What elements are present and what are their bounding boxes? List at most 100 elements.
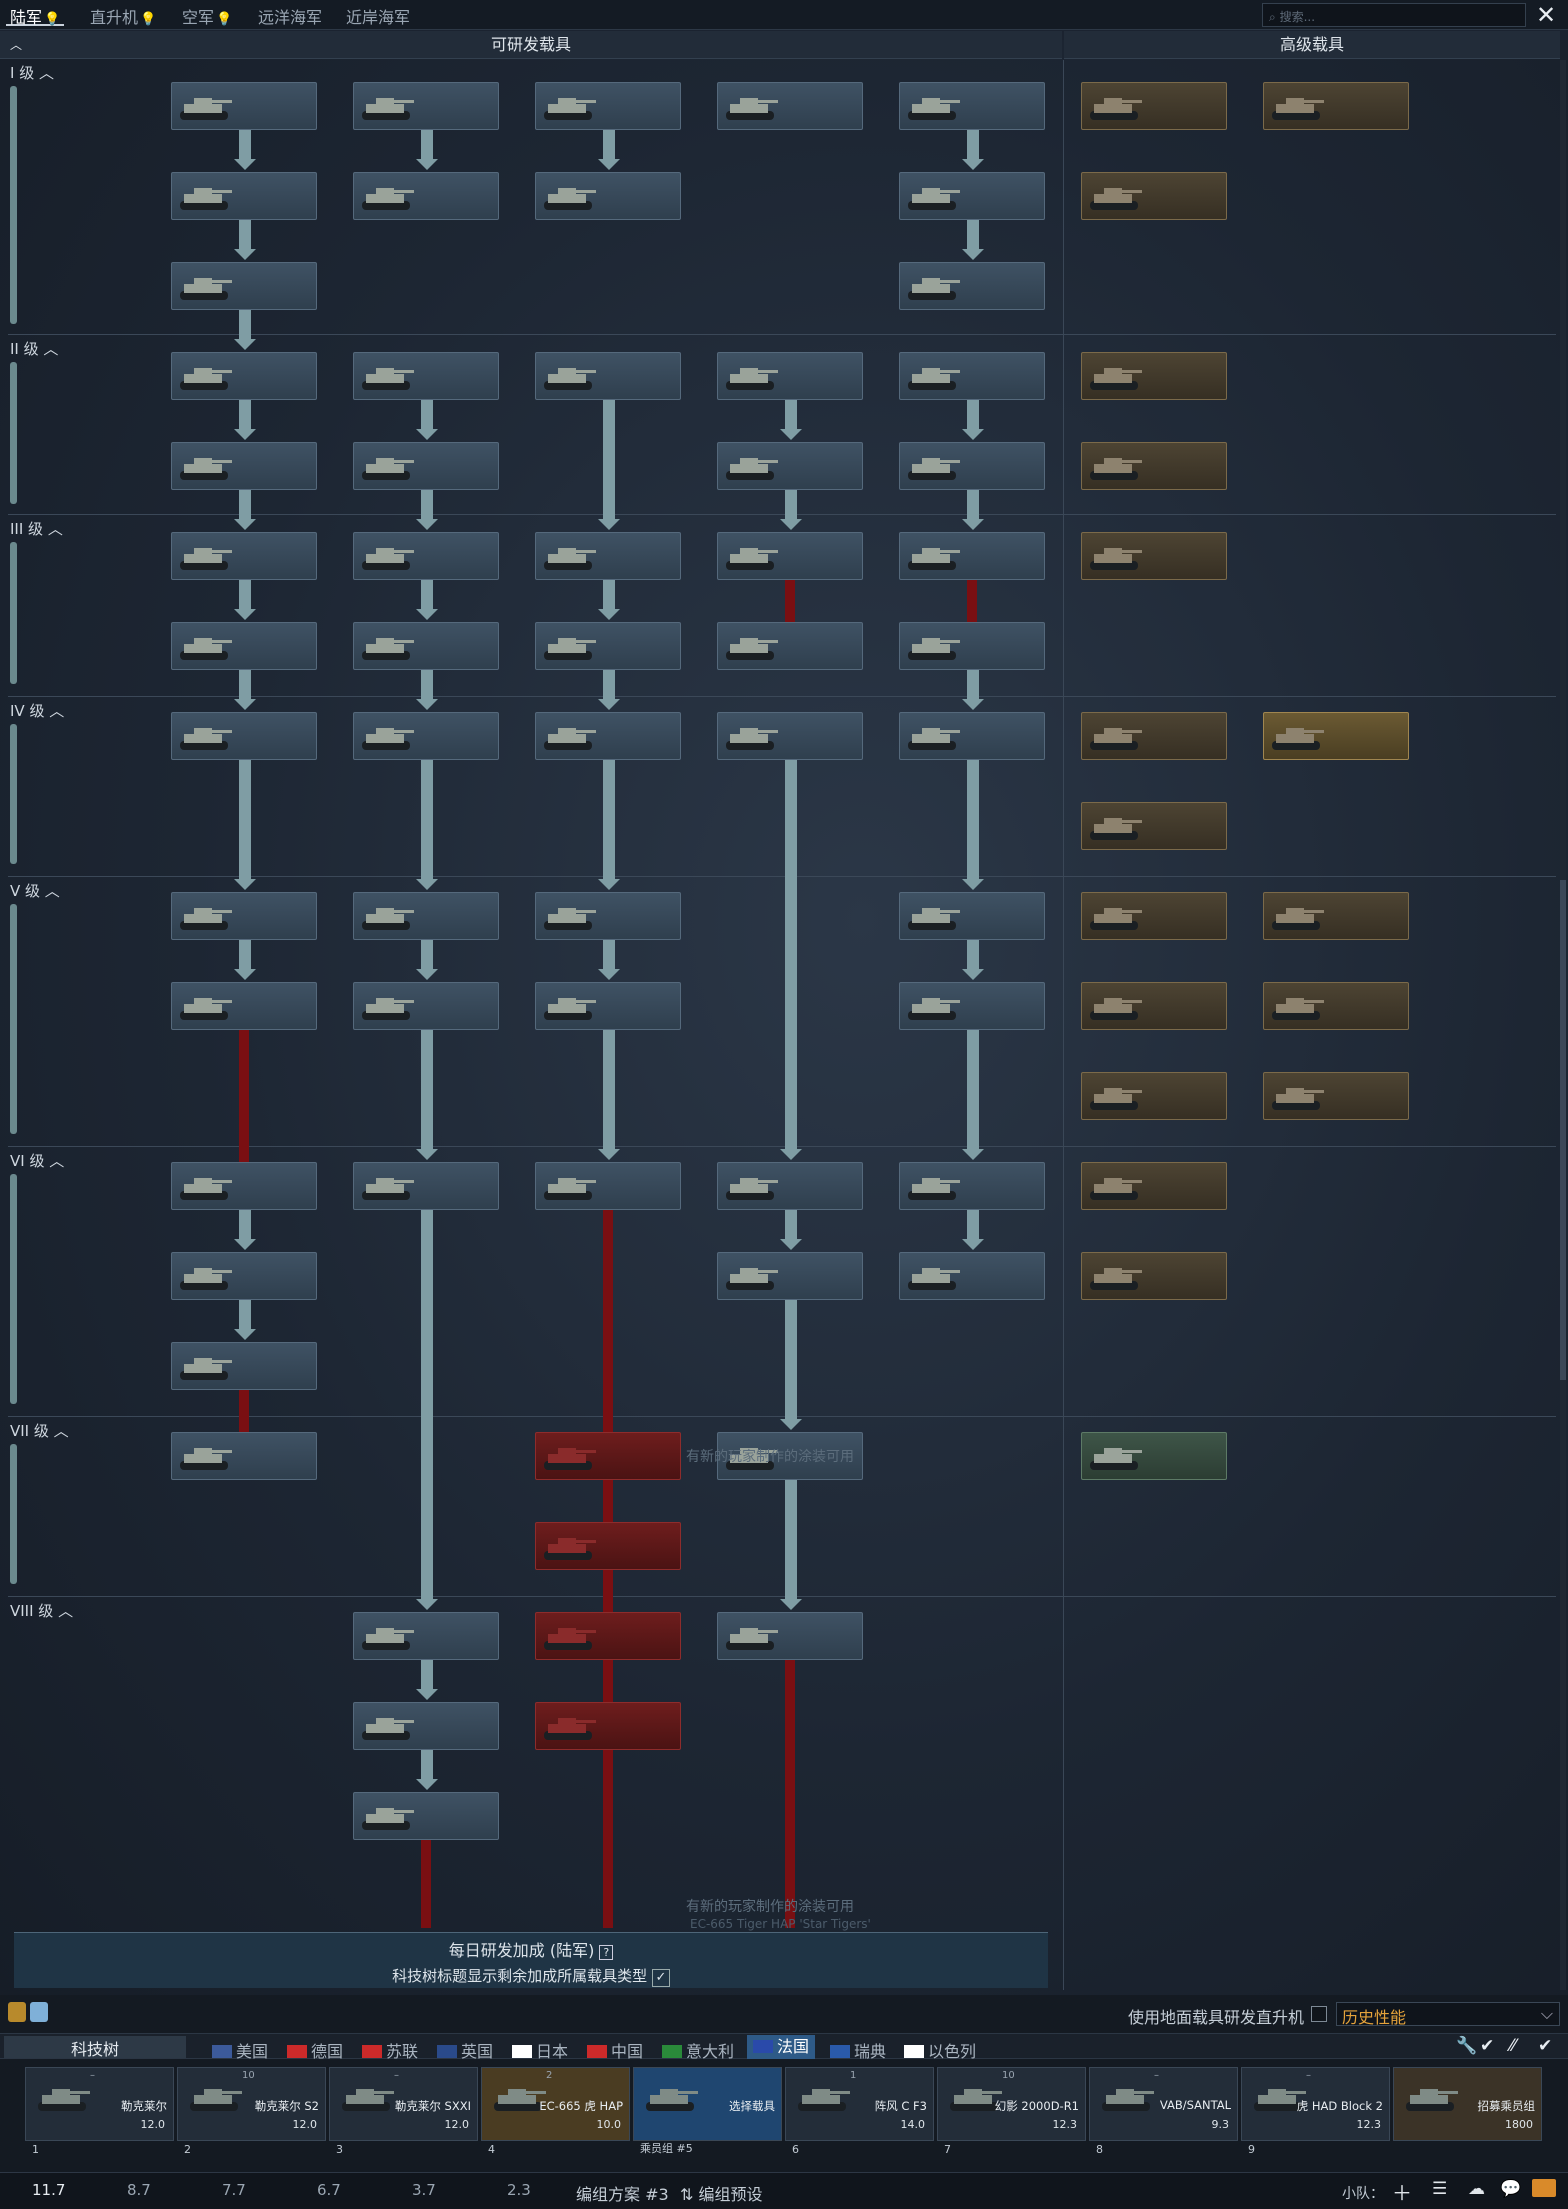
vehicle-card[interactable] bbox=[1081, 532, 1227, 580]
vehicle-card[interactable] bbox=[1081, 802, 1227, 850]
nation-tab[interactable]: 美国 bbox=[212, 2038, 268, 2062]
vehicle-card[interactable] bbox=[171, 442, 317, 490]
help-icon[interactable]: ? bbox=[599, 1945, 614, 1960]
crew-slot[interactable]: 1 阵风 C F3 14.0 6 bbox=[785, 2067, 934, 2156]
br-tab[interactable]: 6.7 bbox=[317, 2181, 341, 2199]
vehicle-card[interactable] bbox=[899, 352, 1045, 400]
vehicle-card[interactable] bbox=[535, 712, 681, 760]
br-tab[interactable]: 3.7 bbox=[412, 2181, 436, 2199]
vehicle-card[interactable] bbox=[535, 1162, 681, 1210]
vehicle-card[interactable] bbox=[1081, 82, 1227, 130]
vehicle-card[interactable] bbox=[717, 82, 863, 130]
vehicle-card[interactable] bbox=[1081, 1072, 1227, 1120]
crew-slot[interactable]: – VAB/SANTAL 9.3 8 bbox=[1089, 2067, 1238, 2156]
vehicle-card[interactable] bbox=[717, 622, 863, 670]
add-squad-icon[interactable]: ＋ bbox=[1392, 2181, 1412, 2205]
tab-ground[interactable]: 陆军💡 bbox=[6, 4, 65, 27]
vehicle-card[interactable] bbox=[1263, 712, 1409, 760]
vehicle-card[interactable] bbox=[171, 262, 317, 310]
crew-slot[interactable]: 招募乘员组 1800 bbox=[1393, 2067, 1542, 2141]
tab-coastal[interactable]: 近岸海军 bbox=[346, 8, 411, 27]
nation-tab[interactable]: 瑞典 bbox=[830, 2038, 886, 2062]
tech-tree-button[interactable]: 科技树 bbox=[4, 2036, 186, 2059]
vehicle-card[interactable] bbox=[1263, 1072, 1409, 1120]
tab-aircraft[interactable]: 空军💡 bbox=[182, 8, 233, 27]
vehicle-card[interactable] bbox=[717, 1252, 863, 1300]
vehicle-card[interactable] bbox=[171, 1342, 317, 1390]
vehicle-card[interactable] bbox=[717, 712, 863, 760]
vehicle-card[interactable] bbox=[171, 1162, 317, 1210]
nation-tab[interactable]: 中国 bbox=[587, 2038, 643, 2062]
crew-slot[interactable]: 10 勒克莱尔 S2 12.0 2 bbox=[177, 2067, 326, 2156]
double-check-icon[interactable]: ⁄⁄ bbox=[1510, 2036, 1516, 2056]
vehicle-card[interactable] bbox=[535, 1702, 681, 1750]
vehicle-card[interactable] bbox=[171, 982, 317, 1030]
tab-bluewater[interactable]: 远洋海军 bbox=[258, 8, 323, 27]
vehicle-card[interactable] bbox=[535, 172, 681, 220]
vehicle-card[interactable] bbox=[535, 982, 681, 1030]
vehicle-card[interactable] bbox=[899, 442, 1045, 490]
vehicle-card[interactable] bbox=[535, 82, 681, 130]
rank-label[interactable]: IV 级 ︿ bbox=[10, 702, 65, 720]
crew-slot[interactable]: – 勒克莱尔 SXXI 12.0 3 bbox=[329, 2067, 478, 2156]
vehicle-card[interactable] bbox=[171, 532, 317, 580]
vehicle-card[interactable] bbox=[535, 622, 681, 670]
vehicle-card[interactable] bbox=[353, 1702, 499, 1750]
rank-label[interactable]: VIII 级 ︿ bbox=[10, 1602, 74, 1620]
vehicle-card[interactable] bbox=[353, 352, 499, 400]
vehicle-card[interactable] bbox=[1263, 82, 1409, 130]
vehicle-card[interactable] bbox=[535, 532, 681, 580]
tab-helicopters[interactable]: 直升机💡 bbox=[90, 8, 157, 27]
search-input[interactable]: ⌕ 搜索... bbox=[1262, 3, 1526, 27]
vehicle-card[interactable] bbox=[535, 1432, 681, 1480]
br-tab[interactable]: 2.3 bbox=[507, 2181, 531, 2199]
presets-button[interactable]: ⇅ 编组预设 bbox=[680, 2185, 763, 2204]
vehicle-card[interactable] bbox=[1263, 892, 1409, 940]
vehicle-card[interactable] bbox=[1081, 982, 1227, 1030]
vehicle-card[interactable] bbox=[1081, 712, 1227, 760]
vehicle-card[interactable] bbox=[717, 1432, 863, 1480]
nation-tab[interactable]: 意大利 bbox=[662, 2038, 734, 2062]
vehicle-card[interactable] bbox=[171, 352, 317, 400]
vehicle-card[interactable] bbox=[353, 1162, 499, 1210]
br-tab[interactable]: 7.7 bbox=[222, 2181, 246, 2199]
vehicle-card[interactable] bbox=[1081, 1252, 1227, 1300]
vehicle-card[interactable] bbox=[353, 712, 499, 760]
vehicle-card[interactable] bbox=[1081, 892, 1227, 940]
vehicle-card[interactable] bbox=[899, 1252, 1045, 1300]
vehicle-card[interactable] bbox=[535, 892, 681, 940]
vehicle-card[interactable] bbox=[1081, 172, 1227, 220]
vehicle-card[interactable] bbox=[1263, 982, 1409, 1030]
vehicle-card[interactable] bbox=[353, 892, 499, 940]
nation-tab[interactable]: 德国 bbox=[287, 2038, 343, 2062]
cloud-icon[interactable]: ☁ bbox=[1468, 2179, 1485, 2199]
vehicle-card[interactable] bbox=[171, 892, 317, 940]
checkbox-checked[interactable]: ✓ bbox=[651, 1969, 670, 1987]
vehicle-card[interactable] bbox=[353, 172, 499, 220]
nation-tab[interactable]: 英国 bbox=[437, 2038, 493, 2062]
vehicle-card[interactable] bbox=[535, 352, 681, 400]
vehicle-card[interactable] bbox=[353, 1792, 499, 1840]
vehicle-card[interactable] bbox=[899, 1162, 1045, 1210]
preset-label[interactable]: 编组方案 #3 bbox=[576, 2185, 669, 2204]
nation-tab[interactable]: 苏联 bbox=[362, 2038, 418, 2062]
vehicle-card[interactable] bbox=[899, 82, 1045, 130]
rank-label[interactable]: VI 级 ︿ bbox=[10, 1152, 65, 1170]
crew-slot[interactable]: 10 幻影 2000D-R1 12.3 7 bbox=[937, 2067, 1086, 2156]
vehicle-card[interactable] bbox=[899, 712, 1045, 760]
rank-label[interactable]: I 级 ︿ bbox=[10, 64, 54, 82]
vehicle-card[interactable] bbox=[717, 532, 863, 580]
check-icon[interactable]: ✔ bbox=[1480, 2036, 1495, 2056]
crew-slot[interactable]: 2 EC-665 虎 HAP 10.0 4 bbox=[481, 2067, 630, 2156]
vehicle-card[interactable] bbox=[899, 892, 1045, 940]
rank-label[interactable]: VII 级 ︿ bbox=[10, 1422, 69, 1440]
vehicle-card[interactable] bbox=[717, 352, 863, 400]
vehicle-card[interactable] bbox=[717, 1612, 863, 1660]
br-tab[interactable]: 11.7 bbox=[32, 2181, 66, 2199]
vehicle-card[interactable] bbox=[535, 1612, 681, 1660]
wrench-icon[interactable]: 🔧 bbox=[1456, 2036, 1478, 2056]
collapse-icon[interactable]: ︿ bbox=[10, 38, 23, 52]
vehicle-card[interactable] bbox=[717, 1162, 863, 1210]
vehicle-card[interactable] bbox=[171, 172, 317, 220]
vehicle-card[interactable] bbox=[353, 442, 499, 490]
